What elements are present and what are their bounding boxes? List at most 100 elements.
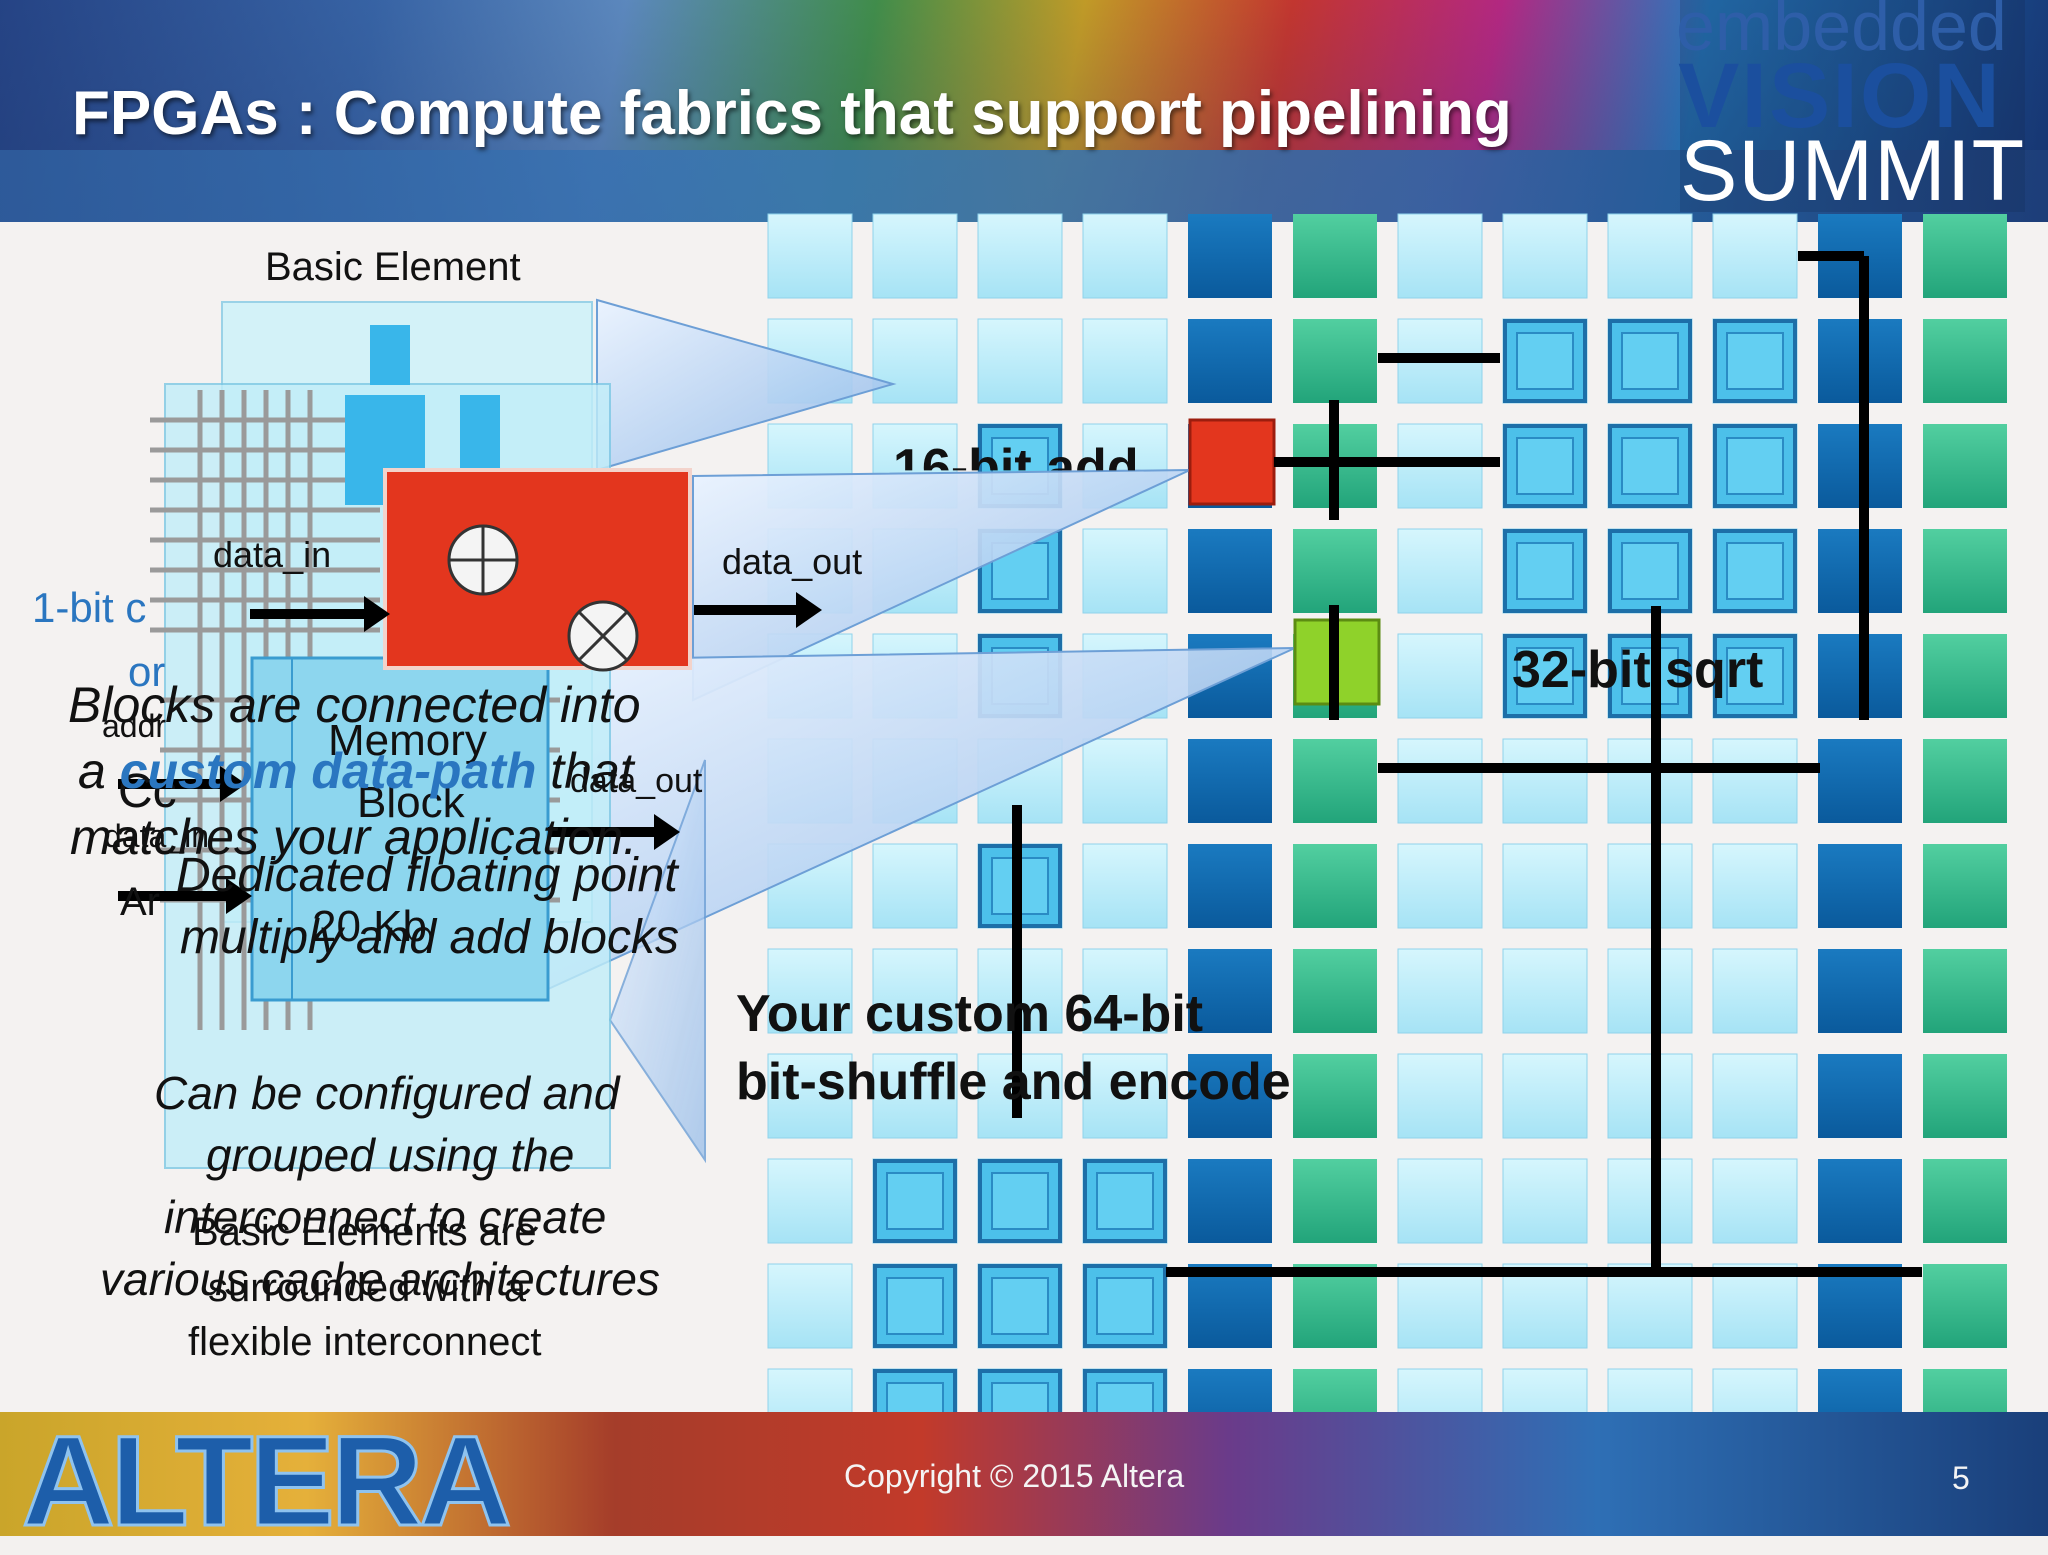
logo-text-vision: VISION [1678,45,2002,147]
fabric-tile-used-inner [1516,437,1574,495]
memory-block-line2: Block [357,778,465,827]
custom-data-path-highlight: custom data-path [119,743,537,799]
fabric-tile [1293,214,1377,298]
data-in-arrow-head [364,596,390,632]
fabric-tile [767,948,853,1034]
fabric-tile [1923,319,2007,403]
fabric-tile [1818,844,1902,928]
fabric-tile [1397,633,1483,719]
fabric-tile [1818,1054,1902,1138]
addr-arrow-head [220,766,246,802]
fabric-tile [1188,319,1272,403]
fabric-tile [1293,1159,1377,1243]
or-fragment: or [128,648,166,695]
summit-logo [1680,0,2025,212]
fabric-tile [1712,1158,1798,1244]
data-out-arrow-head [796,592,822,628]
memory-block-line1: Memory [328,716,487,765]
fabric-tile-used-inner [1726,437,1784,495]
fabric-tile [1923,844,2007,928]
lut-block [370,325,410,385]
fabric-tile [1188,739,1272,823]
fabric-tile [1397,1263,1483,1349]
memory-data-out-arrow-head [654,814,680,850]
fabric-tile [1188,949,1272,1033]
fabric-tile [872,843,958,929]
surrounded-line3: flexible interconnect [188,1320,542,1364]
fabric-tile [1923,1054,2007,1138]
fabric-tile-used-inner [1516,647,1574,705]
fabric-tile [767,1158,853,1244]
dedicated-fp-line1: Dedicated floating point [176,849,678,902]
fabric-tile-used-inner [1096,1172,1154,1230]
blocks-connected-line2-pre: a [78,743,120,799]
fabric-tile [1188,1264,1272,1348]
fabric-tile [1712,213,1798,299]
fabric-tile [1712,948,1798,1034]
fabric-tile [872,213,958,299]
fabric-tile [1923,739,2007,823]
basic-element-title: Basic Element [265,245,521,289]
fabric-tile [1397,1053,1483,1139]
memory-data-in-arrow-head [226,878,252,914]
fabric-tile-used-inner [886,1277,944,1335]
fabric-tile [1188,844,1272,928]
slide-title: FPGAs : Compute fabrics that support pip… [72,79,1512,148]
fabric-tile [1818,739,1902,823]
fabric-tile [1712,738,1798,824]
configurable-line4: various cache architectures [100,1253,660,1305]
fabric-tile [1082,528,1168,614]
fabric-tile [1923,634,2007,718]
fabric-tile [1502,1053,1588,1139]
logo-text-embedded: embedded [1676,0,2007,65]
fabric-tile [1818,949,1902,1033]
fabric-tile [1188,529,1272,613]
label-32bit-sqrt: 32-bit sqrt [1512,641,1764,699]
fabric-tile [1397,843,1483,929]
fabric-tile-used-inner [1726,332,1784,390]
memory-size-label: 20 Kb [312,902,427,951]
fabric-tile-used-inner [991,1277,1049,1335]
fabric-tile [1607,738,1693,824]
fabric-tile [1607,213,1693,299]
fabric-tile [1082,213,1168,299]
fabric-tile [1293,319,1377,403]
fabric-tile [1818,1264,1902,1348]
label-64bit-line2: bit-shuffle and encode [736,1053,1291,1111]
fabric-tile [767,1263,853,1349]
cc-fragment: Cc [118,765,177,818]
fabric-tile [1188,1054,1272,1138]
fabric-tile [1923,1159,2007,1243]
fabric-tile [1712,1053,1798,1139]
fabric-tile [1818,1159,1902,1243]
footer-banner [0,1412,2048,1536]
data-out-label: data_out [722,541,863,582]
logo-text-summit: SUMMIT [1680,123,2026,219]
fabric-tile [1293,529,1377,613]
add-16bit-block [1188,418,1276,506]
surrounded-line1: Basic Elements are [192,1210,537,1254]
fabric-tile [1502,1263,1588,1349]
funnel-16bit-add [692,469,1191,702]
blocks-connected-line2-post: that [536,743,634,799]
fabric-tile [1923,949,2007,1033]
funnel-lower [608,759,706,1164]
fabric-tile-used-inner [1726,647,1784,705]
fabric-tile [1082,948,1168,1034]
fabric-tile [1293,739,1377,823]
blocks-connected-line2: a custom data-path that [78,742,634,800]
fabric-tile [872,1053,958,1139]
fabric-tile [767,1053,853,1139]
configurable-line1: Can be configured and [154,1067,620,1119]
fabric-tile [1397,948,1483,1034]
label-16bit-add: 16-bit add [893,439,1139,497]
fabric-tile [1397,528,1483,614]
fabric-tile [1712,843,1798,929]
fabric-tile [1923,214,2007,298]
fabric-tile [977,318,1063,404]
one-bit-fragment: 1-bit c [32,584,147,631]
fabric-tile [1082,1053,1168,1139]
fabric-tile [767,213,853,299]
fabric-tile [1923,529,2007,613]
